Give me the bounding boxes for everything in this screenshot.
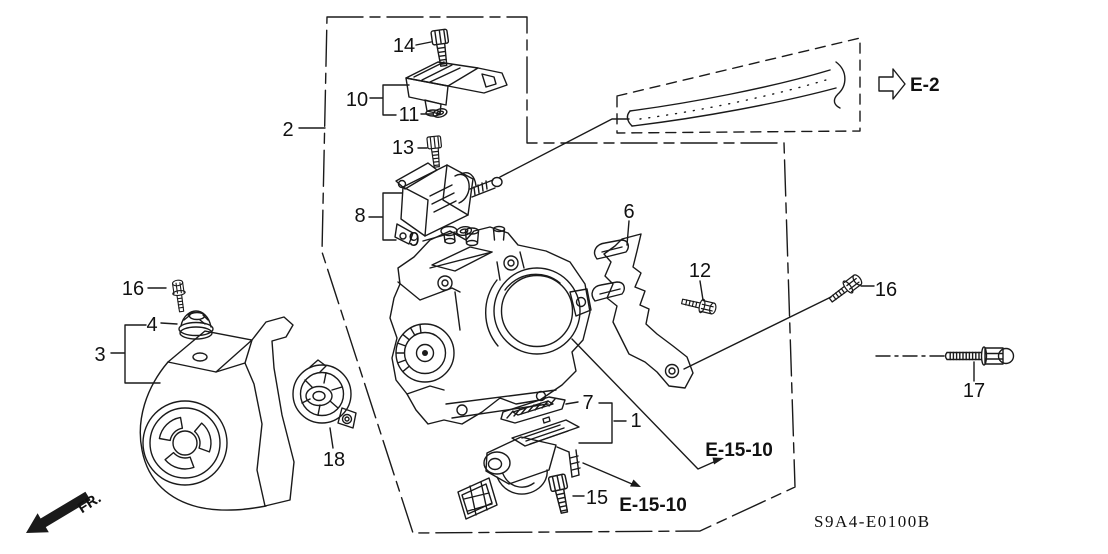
callout-11-label: 11 [399,104,420,126]
callout-6-label: 6 [623,201,634,223]
callout-16-left-label: 16 [122,278,144,300]
callout-4-label: 4 [146,314,157,336]
bolt-12-drawing [679,294,718,317]
callout-15-label: 15 [586,487,608,509]
ref-e15-10-upper-label: E-15-10 [705,440,773,461]
diagram-code-label: S9A4-E0100B [814,512,931,531]
bolt-16-left-drawing [170,278,189,313]
ref-e2-label: E-2 [910,75,940,96]
gasket-7-drawing [500,396,566,424]
e15-10-lower-arrow [582,462,641,487]
callout-17-label: 17 [963,380,985,402]
callout-10-label: 10 [346,89,368,111]
e2-reference-box [616,37,861,134]
bolt-15-drawing [547,473,574,516]
e2-arrow-icon [878,68,906,100]
callout-3-label: 3 [94,344,105,366]
callout-12-label: 12 [689,260,711,282]
callout-14-label: 14 [393,35,415,57]
stay-18-drawing [292,359,357,429]
callout-13-label: 13 [392,137,414,159]
callout-8-label: 8 [354,205,365,227]
grommet-4-drawing [178,310,214,340]
o-ring-11-drawing [432,108,448,118]
valve-assembly-1-drawing [457,416,581,520]
throttle-body-drawing [389,225,592,425]
callout-18-label: 18 [323,449,345,471]
bracket-6-drawing [591,233,694,389]
callout-9-label: 9 [408,229,419,251]
front-direction-label: FR. [75,490,105,517]
hose-drawing [626,61,846,127]
bolt-17-drawing [944,346,1015,366]
map-sensor-10-drawing [405,61,508,117]
front-direction-arrow-icon [26,491,91,533]
e15-10-upper-arrow [571,338,724,470]
callout-2-label: 2 [282,119,293,141]
bolt-14-drawing [430,28,453,68]
ref-e15-10-lower-label: E-15-10 [619,495,687,516]
cover-3-drawing [139,316,295,511]
bolt-13-drawing [426,135,445,169]
bolt-16-right-drawing [825,271,865,307]
callout-1-label: 1 [630,410,641,432]
leader-lines [110,41,975,497]
callout-16-right-label: 16 [875,279,897,301]
callout-7-label: 7 [582,392,593,414]
group-2-boundary [321,16,796,534]
valve-8-drawing [394,162,503,245]
